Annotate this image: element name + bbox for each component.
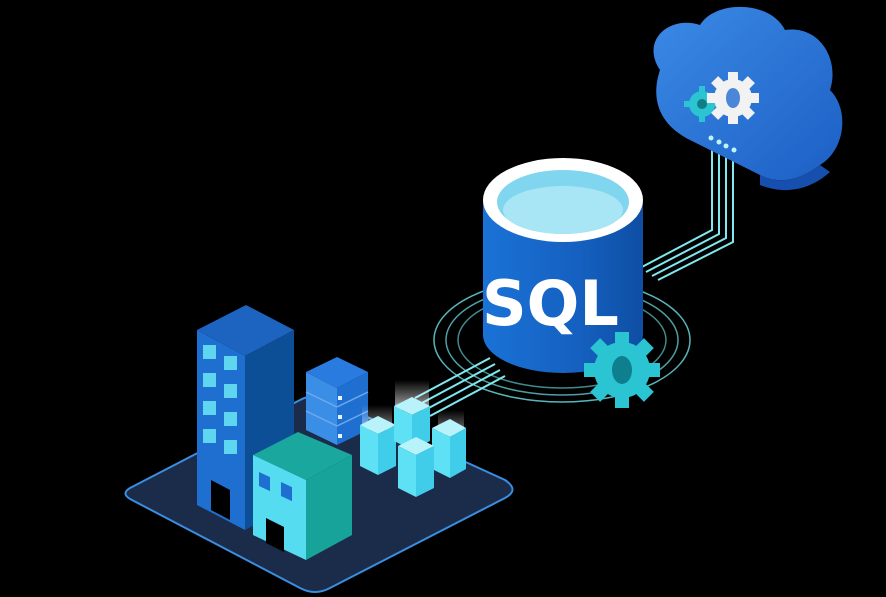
server-rack bbox=[305, 357, 369, 445]
cloud-icon bbox=[653, 6, 843, 191]
data-block bbox=[398, 437, 434, 497]
glowing-data-blocks bbox=[360, 380, 466, 497]
sql-database-cylinder: SQL bbox=[482, 158, 643, 373]
data-block bbox=[394, 397, 430, 450]
data-block bbox=[432, 419, 466, 478]
cloud-white-gear-icon bbox=[707, 72, 759, 124]
data-block bbox=[360, 416, 396, 475]
small-teal-building bbox=[253, 432, 352, 560]
tower-windows bbox=[203, 345, 237, 454]
cloud-connector-lines bbox=[639, 142, 734, 281]
teal-gear-icon bbox=[584, 332, 660, 408]
sql-label: SQL bbox=[482, 267, 619, 340]
